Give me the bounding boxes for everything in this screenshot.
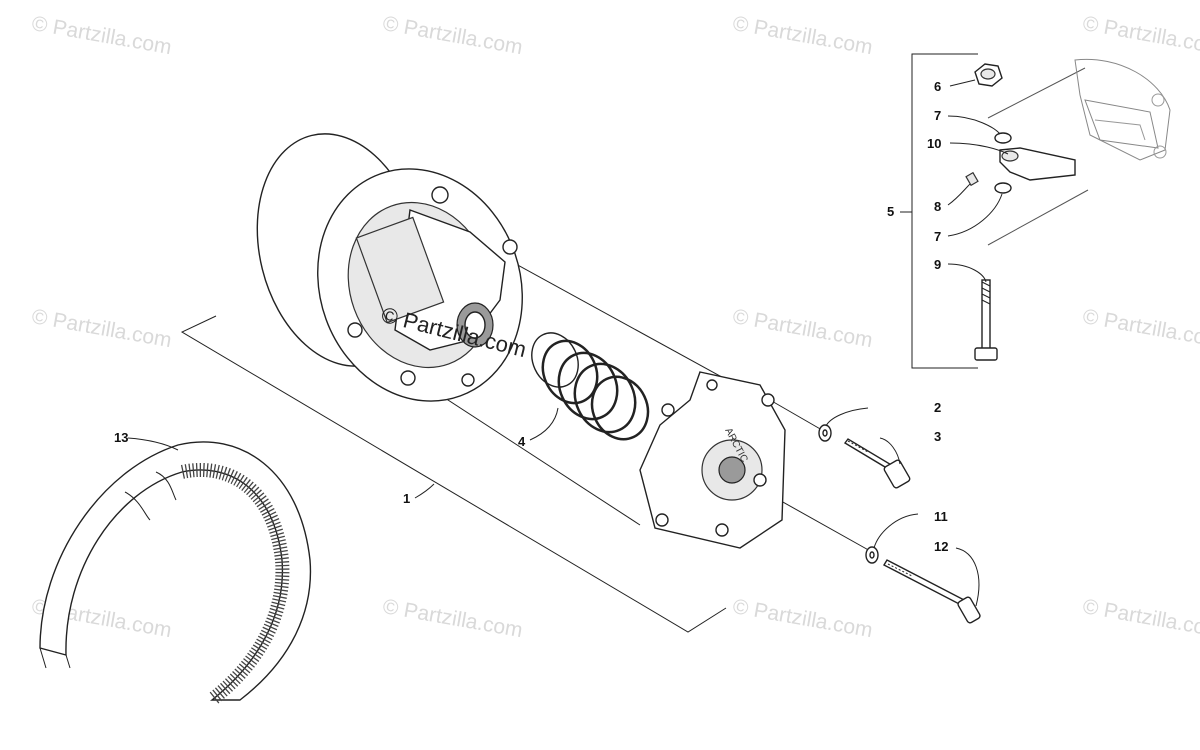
bolt-9	[974, 279, 998, 361]
leader-lines	[127, 79, 1009, 607]
callout-10: 10	[927, 136, 942, 151]
washer-11	[865, 546, 879, 564]
bolt-12	[883, 559, 981, 624]
nut-6	[974, 63, 1003, 87]
callout-3: 3	[934, 429, 942, 444]
washer-7-lower	[994, 182, 1012, 194]
clutch-body	[256, 133, 523, 402]
drive-belt	[39, 441, 312, 704]
slider-10	[999, 147, 1076, 181]
callout-1: 1	[403, 491, 411, 506]
assembly-bracket-1	[180, 315, 727, 633]
screw-8	[965, 171, 979, 187]
callout-13: 13	[114, 430, 129, 445]
frame-sketch	[987, 58, 1171, 246]
callout-11: 11	[934, 509, 948, 524]
callout-7-lower: 7	[934, 229, 942, 244]
callout-4: 4	[518, 434, 526, 449]
callout-9: 9	[934, 257, 942, 272]
washer-7-upper	[994, 132, 1012, 144]
callout-5: 5	[887, 204, 895, 219]
bolt-3	[843, 438, 911, 489]
callout-8: 8	[934, 199, 942, 214]
clutch-spring	[531, 332, 650, 441]
kit-bracket-5	[900, 53, 978, 369]
callout-12: 12	[934, 539, 949, 554]
cover-plate: ARCTIC	[639, 371, 786, 549]
callout-6: 6	[934, 79, 942, 94]
callout-2: 2	[934, 400, 942, 415]
callout-7-upper: 7	[934, 108, 942, 123]
washer-2	[818, 424, 832, 442]
